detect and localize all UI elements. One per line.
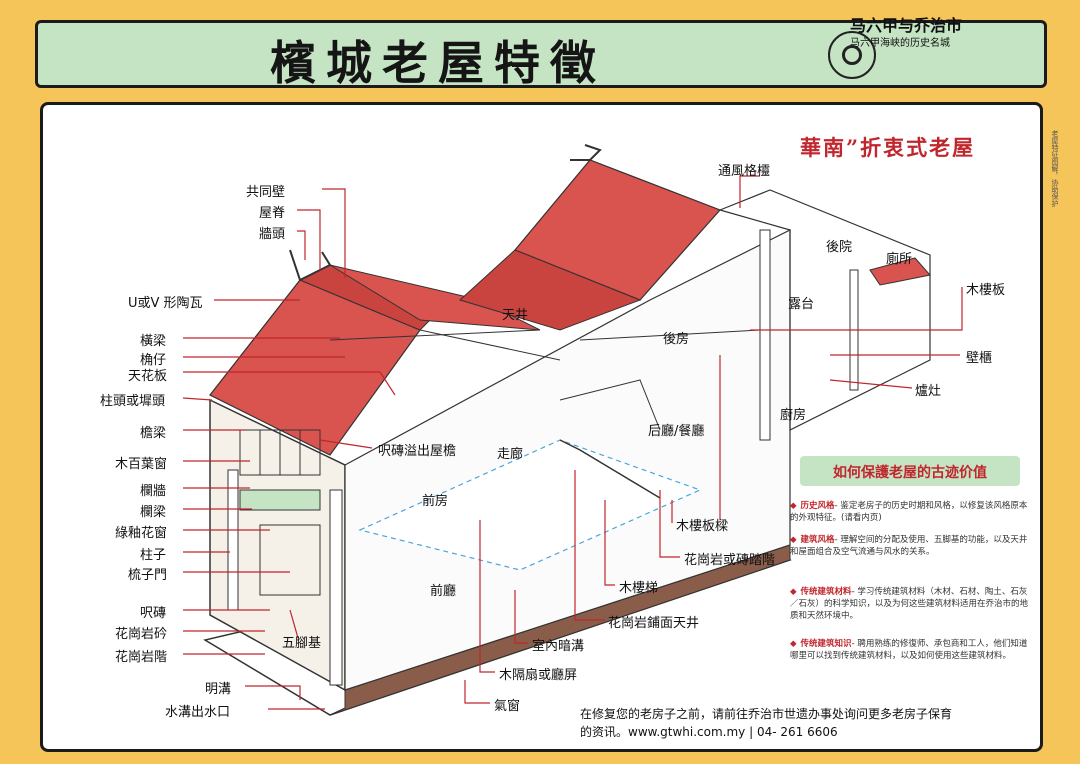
title-banner: 檳城老屋特徵 xyxy=(35,20,1047,90)
label-tianjing: 天井 xyxy=(502,308,529,323)
label-huagangyanqi: 花崗岩砛 xyxy=(115,627,168,642)
label-zhuzi: 柱子 xyxy=(140,548,167,563)
diamond-bullet-icon: ◆ xyxy=(790,535,797,545)
logo-title: 马六甲与乔治市 xyxy=(850,16,963,35)
label-angou: 室內暗溝 xyxy=(532,639,585,654)
label-uvwa: U或V 形陶瓦 xyxy=(128,296,203,311)
label-baiye: 木百葉窗 xyxy=(115,457,168,472)
label-lutai: 露台 xyxy=(788,297,815,312)
logo-subtitle: 马六甲海峡的历史名城 xyxy=(850,38,950,49)
diamond-bullet-icon: ◆ xyxy=(790,639,797,649)
label-hengliang: 橫梁 xyxy=(140,334,167,349)
label-shuigou: 水溝出水口 xyxy=(165,705,231,720)
info-item-3: ◆传统建筑材料- 学习传统建筑材料（木材、石材、陶土、石灰／石灰）的科学知识，以… xyxy=(790,587,1029,621)
heritage-logo-icon xyxy=(828,31,876,79)
info-item-2: ◆建筑风格- 理解空间的分配及使用、五脚基的功能，以及天井和屋面组合及空气流通与… xyxy=(790,535,1028,557)
label-tianhuaban: 天花板 xyxy=(128,369,168,384)
footer-line-1: 在修复您的老房子之前，请前往乔治市世遗办事处询问更多老房子保育 xyxy=(580,707,953,721)
label-mingguo: 明溝 xyxy=(205,682,232,697)
label-houting: 后廳/餐廳 xyxy=(648,424,705,439)
label-yanliang: 檐梁 xyxy=(140,426,167,441)
info-item-4: ◆传统建筑知识- 聘用熟练的修復师、承包商和工人，他们知道哪里可以找到传统建筑材… xyxy=(790,639,1028,661)
label-luzao: 爐灶 xyxy=(915,384,942,399)
label-zhuanyan: 呎磚溢出屋檐 xyxy=(378,444,457,459)
diagram-subtitle: 華南”折衷式老屋 xyxy=(800,135,976,160)
label-chusuo: 廁所 xyxy=(886,252,913,267)
footer-line-2[interactable]: 的资讯。www.gtwhi.com.my | 04- 261 6606 xyxy=(580,725,838,739)
label-zhuan: 呎磚 xyxy=(140,606,167,621)
label-qianfang: 前房 xyxy=(422,494,449,509)
side-note: 老屋特征图解，协助保护 xyxy=(1051,130,1059,207)
label-lvyou: 綠釉花窗 xyxy=(115,526,168,541)
info-header xyxy=(800,456,1020,486)
label-houfang: 後房 xyxy=(663,332,690,347)
label-jiaozi: 桷仔 xyxy=(140,353,167,368)
info-title: 如何保護老屋的古迹价值 xyxy=(833,465,987,481)
label-lanqiang: 欄牆 xyxy=(140,484,167,499)
label-houyuan: 後院 xyxy=(826,240,853,255)
label-tianjingpu: 花崗岩鋪面天井 xyxy=(608,616,700,631)
label-pingfeng: 木隔扇或廳屏 xyxy=(499,668,578,683)
diamond-bullet-icon: ◆ xyxy=(790,587,797,597)
label-qiangtou: 牆頭 xyxy=(259,227,286,242)
label-mulouliang: 木樓板樑 xyxy=(676,519,729,534)
label-wuji: 屋脊 xyxy=(259,206,286,221)
diamond-bullet-icon: ◆ xyxy=(790,501,797,511)
label-bigui: 壁櫃 xyxy=(966,351,993,366)
footer: 在修复您的老房子之前，请前往乔治市世遗办事处询问更多老房子保育 的资讯。www.… xyxy=(580,705,1040,741)
label-chufang: 廚房 xyxy=(780,408,807,423)
label-zhutou: 柱頭或墀頭 xyxy=(100,394,166,409)
label-qichuang: 氣窗 xyxy=(494,699,521,714)
label-gongtongbi: 共同壁 xyxy=(246,185,286,200)
label-tongfeng: 通風格欞 xyxy=(718,164,771,179)
label-tabu: 花崗岩或磚踏階 xyxy=(684,553,776,568)
label-muloubanR: 木樓板 xyxy=(966,283,1006,298)
label-shuzimen: 梳子門 xyxy=(128,568,168,583)
info-item-1: ◆历史风格- 鉴定老房子的历史时期和风格，以修复该风格原本的外观特征。(请看内页… xyxy=(790,501,1028,523)
label-qianting: 前廳 xyxy=(430,584,457,599)
label-zoulang: 走廊 xyxy=(497,447,524,462)
label-muloti: 木樓梯 xyxy=(619,581,659,596)
label-huagangyanjie: 花崗岩階 xyxy=(115,650,168,665)
label-wujiaoji: 五腳基 xyxy=(282,636,322,651)
label-lanliang: 欄梁 xyxy=(140,505,167,520)
page-title: 檳城老屋特徵 xyxy=(270,36,606,90)
